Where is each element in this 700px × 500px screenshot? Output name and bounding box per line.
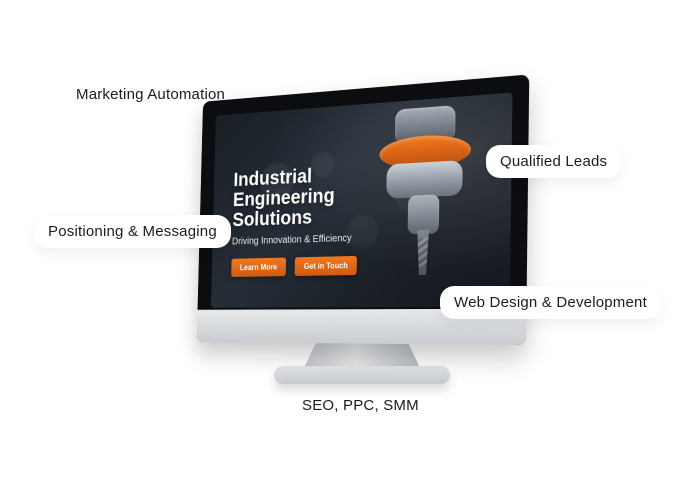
hero-subtitle: Driving Innovation & Efficiency (231, 233, 352, 248)
get-in-touch-button[interactable]: Get in Touch (294, 255, 358, 276)
hero-section: Industrial Engineering Solutions Driving… (231, 161, 405, 278)
spindle-shaft (407, 194, 440, 235)
positioning-messaging-label: Positioning & Messaging (34, 215, 231, 248)
drill-bit (417, 230, 429, 275)
web-design-development-label: Web Design & Development (440, 286, 661, 319)
monitor-screen: Industrial Engineering Solutions Driving… (210, 92, 513, 308)
marketing-automation-label: Marketing Automation (76, 86, 226, 103)
qualified-leads-label: Qualified Leads (486, 145, 622, 178)
learn-more-button[interactable]: Learn More (231, 257, 287, 278)
monitor-stand-base (274, 366, 450, 384)
hero-title-line-2: Engineering Solutions (232, 185, 335, 232)
hero-actions: Learn More Get in Touch (231, 255, 403, 278)
seo-ppc-smm-label: SEO, PPC, SMM (302, 397, 419, 414)
hero-title: Industrial Engineering Solutions (232, 161, 405, 231)
